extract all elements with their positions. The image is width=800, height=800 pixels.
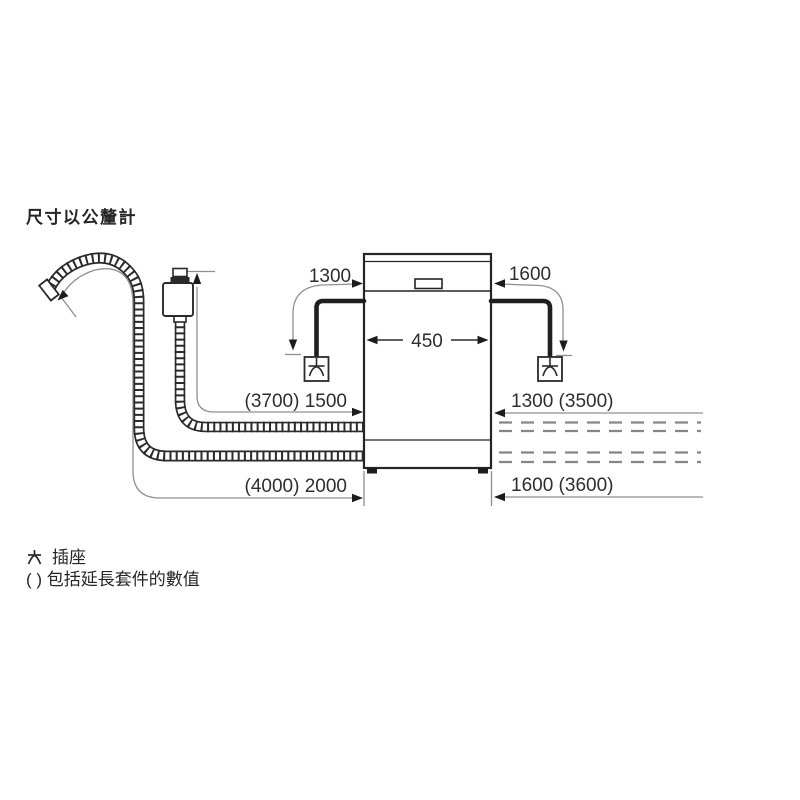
socket-symbol-icon bbox=[27, 550, 42, 565]
left-socket-icon bbox=[303, 356, 330, 382]
dim-socket-left: 1300 bbox=[309, 266, 351, 287]
dishwasher-outline bbox=[362, 252, 493, 474]
legend-socket-label: 插座 bbox=[52, 548, 86, 567]
aquastop-valve-icon bbox=[162, 267, 194, 323]
left-socket-leader bbox=[292, 283, 357, 342]
supply-hose-leader bbox=[196, 287, 356, 413]
legend-note-row: ( ) 包括延長套件的數值 bbox=[26, 569, 200, 590]
drain-hose-end-cap bbox=[37, 278, 61, 302]
left-power-cord bbox=[314, 298, 367, 359]
dim-lower-right: 1600 (3600) bbox=[511, 475, 613, 496]
control-panel-handle bbox=[414, 278, 443, 290]
legend-parentheses-note: ( ) 包括延長套件的數值 bbox=[26, 570, 200, 589]
leader-lines bbox=[60, 268, 703, 506]
drain-hose bbox=[37, 252, 364, 462]
page-title: 尺寸以公釐計 bbox=[26, 208, 137, 227]
dim-socket-right: 1600 bbox=[509, 264, 551, 285]
right-socket-leader bbox=[498, 283, 564, 344]
right-power-cord bbox=[488, 298, 553, 359]
dim-upper-right: 1300 (3500) bbox=[511, 391, 613, 412]
legend: 插座 ( ) 包括延長套件的數值 bbox=[26, 547, 200, 590]
dashed-hose-lines bbox=[499, 421, 701, 464]
drain-hose-leader bbox=[60, 268, 356, 499]
dim-drain-left: (4000) 2000 bbox=[245, 476, 347, 497]
arrowheads bbox=[57, 273, 568, 503]
right-foot bbox=[478, 468, 488, 474]
dim-supply-left: (3700) 1500 bbox=[245, 391, 347, 412]
power-cords bbox=[314, 298, 553, 359]
supply-hose bbox=[174, 320, 364, 433]
legend-socket-row: 插座 bbox=[26, 547, 200, 568]
left-foot bbox=[367, 468, 377, 474]
right-socket-icon bbox=[537, 356, 563, 382]
dimension-labels: 1300 1600 450 (3700) 1500 (4000) 2000 13… bbox=[245, 264, 614, 497]
dim-width: 450 bbox=[411, 331, 443, 352]
